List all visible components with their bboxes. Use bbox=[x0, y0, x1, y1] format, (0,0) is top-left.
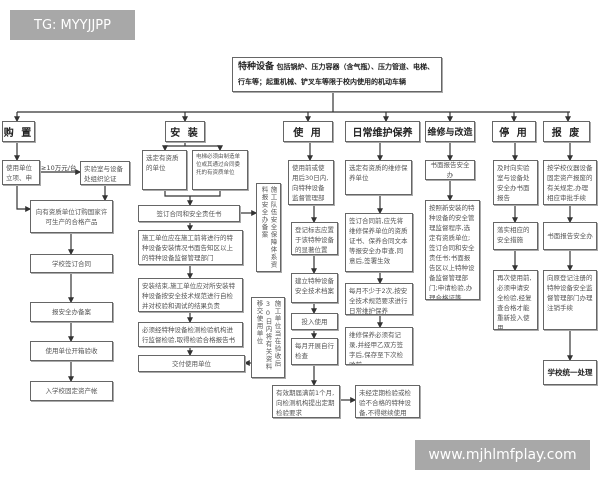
header-install: 安 装 bbox=[165, 121, 205, 142]
title-line1: 包括锅炉、压力容器（含气瓶）、压力管道、电梯、 bbox=[276, 63, 434, 71]
purchase-step: 向有资质单位订购国家许可生产的合格产品 bbox=[30, 200, 113, 233]
use-step: 投入使用 bbox=[291, 313, 338, 330]
header-maintain: 日常维护保养 bbox=[345, 121, 420, 142]
header-scrap: 报 废 bbox=[543, 121, 590, 142]
watermark-bottom-right: www.mjhlmfplay.com bbox=[415, 440, 590, 470]
purchase-step: 报安全办备案 bbox=[30, 302, 113, 322]
repair-step: 书面报告安全办 bbox=[425, 160, 475, 180]
purchase-step: 实验室与设备处组织论证 bbox=[80, 161, 130, 185]
install-step: 电梯必须由制造单位或其通过合同委托的有资质单位 bbox=[192, 150, 248, 190]
scrap-step: 向原登记注册的特种设备安全监督管理部门办理注销手续 bbox=[543, 270, 597, 330]
purchase-step: 使用单位开箱验收 bbox=[30, 341, 113, 361]
use-step: 每月开展自行检查 bbox=[291, 338, 338, 365]
purchase-step: 使用单位立项、申请 bbox=[2, 160, 40, 185]
purchase-step: 入学校固定资产帐 bbox=[30, 381, 113, 401]
scrap-step: 书面报告安全办 bbox=[543, 222, 597, 250]
use-step: 有效期届满前1个月,向检测机构提出定期检验要求 bbox=[272, 385, 340, 418]
title-line2: 行车等；起重机械、铲叉车等限于校内使用的机动车辆 bbox=[238, 78, 406, 86]
install-step: 必须经特种设备检测检验机构进行监督检验,取得检验合格报告书 bbox=[138, 322, 243, 347]
maintain-step: 选定有资质的维修保养单位 bbox=[345, 160, 412, 195]
use-step: 未经定期检验或检验不合格的特种设备,不得继续使用 bbox=[355, 385, 420, 418]
maintain-step: 维修保养必须有记录,并经甲乙双方签字后,保存至下次检验前 bbox=[345, 327, 413, 365]
install-step: 选定有资质的单位 bbox=[142, 150, 187, 190]
maintain-step: 每月不少于2次,按安全技术规范要求进行日常维护保养 bbox=[345, 283, 413, 315]
scrap-step: 按学校仪器设备固定资产报废的有关规定,办理相应审批手续 bbox=[543, 160, 597, 205]
header-purchase: 购 置 bbox=[2, 121, 35, 142]
use-step: 建立特种设备安全技术档案 bbox=[291, 273, 338, 303]
maintain-step: 签订合同前,应先将维修保养单位的资质证书、保养合同文本等报安全办审查,同意后,签… bbox=[345, 213, 413, 272]
install-side-note: 施工队伍安全保障体系资料报安全办备案 bbox=[256, 183, 281, 272]
title-heading: 特种设备 bbox=[238, 62, 275, 72]
use-step: 使用前或使用后30日内,向特种设备监督管理部门登记 bbox=[288, 160, 334, 205]
header-repair: 维修与改造 bbox=[425, 121, 475, 142]
install-step: 施工单位应在施工前将进行的特种设备安装情况书面告知区以上的特种设备监督管理部门 bbox=[138, 230, 243, 265]
title-box: 特种设备 包括锅炉、压力容器（含气瓶）、压力管道、电梯、 行车等；起重机械、铲叉… bbox=[232, 57, 442, 92]
header-stop: 停 用 bbox=[492, 121, 536, 142]
watermark-top-left: TG: MYYJJPP bbox=[10, 10, 135, 40]
stop-step: 及时向实验室与设备处安全办书面报告 bbox=[493, 160, 538, 205]
header-use: 使 用 bbox=[283, 121, 333, 142]
purchase-step: 学校签订合同 bbox=[30, 254, 113, 273]
install-side-note: 施工单位当在验收后30日内将有关资料移交使用单位 bbox=[251, 297, 285, 378]
stop-step: 落实相应的安全措施 bbox=[493, 222, 538, 250]
install-step: 安装结束,施工单位应对所安装特种设备按安全技术规范进行自检并对校验和调试的结果负… bbox=[138, 278, 243, 312]
use-step: 登记标志应置于该特种设备的显著位置 bbox=[291, 222, 338, 255]
purchase-condition-label: ≥10万元/台 bbox=[41, 164, 77, 172]
repair-step: 按照新安装的特种设备的安全管理监督程序,选定有资质单位;签订合同和安全责任书;书… bbox=[425, 200, 480, 300]
scrap-final-step: 学校统一处理 bbox=[543, 360, 597, 385]
install-step: 签订合同和安全责任书 bbox=[138, 205, 240, 222]
stop-step: 再次使用前,必须申请安全检验,经复查合格才能重新投入使用 bbox=[493, 270, 538, 330]
install-step: 交付使用单位 bbox=[138, 355, 245, 372]
